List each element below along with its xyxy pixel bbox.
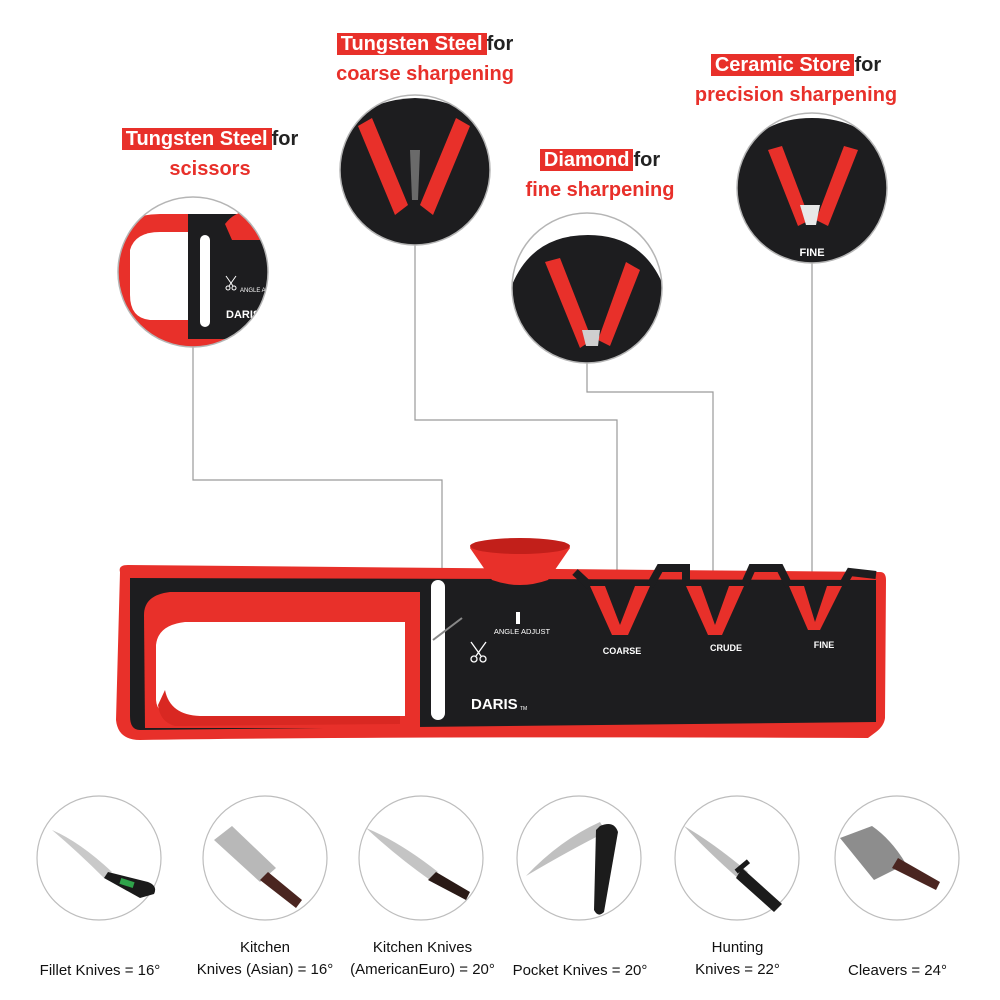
callout-fine-sub: fine sharpening	[525, 179, 675, 201]
knife-label-pocket: Pocket Knives = 20°	[512, 962, 648, 979]
zoom-scissors-icon	[225, 275, 237, 291]
knife-label-kitchen-american-line2: (AmericanEuro) = 20°	[350, 961, 495, 978]
brand-label: DARIS	[471, 696, 518, 713]
fine-label: FINE	[814, 640, 835, 650]
callout-scissors-for: for	[271, 128, 299, 150]
knife-label-cleavers: Cleavers = 24°	[848, 962, 947, 979]
knife-label-fillet: Fillet Knives = 16°	[39, 962, 161, 979]
chef-knife-icon	[358, 795, 484, 921]
leader-line-fine	[586, 363, 714, 600]
leader-line-coarse	[414, 245, 618, 600]
leader-line-scissors	[192, 347, 443, 600]
zoom-fine-text: FINE	[799, 247, 824, 259]
callout-coarse-for: for	[486, 33, 514, 55]
crude-slot	[686, 586, 744, 635]
coarse-label: COARSE	[603, 646, 642, 656]
knife-label-hunting: Hunting Knives = 22°	[670, 937, 805, 981]
callout-precision-for: for	[854, 54, 882, 76]
callout-precision-highlight: Ceramic Store	[710, 54, 855, 76]
knife-label-kitchen-asian: Kitchen Knives (Asian) = 16°	[180, 937, 350, 981]
zoom-precision-slot: FINE	[736, 112, 888, 264]
zoom-angle-adjust-text: ANGLE ADJUST	[240, 288, 285, 294]
angle-adjust-label: ANGLE ADJUST	[494, 627, 551, 636]
knife-label-kitchen-american-line1: Kitchen Knives	[372, 939, 473, 956]
pocket-knife-icon	[516, 795, 642, 921]
knife-label-kitchen-asian-line1: Kitchen	[239, 939, 291, 956]
cleaver-icon	[834, 795, 960, 921]
scissors-icon	[470, 641, 487, 663]
coarse-slot	[590, 586, 650, 635]
zoom-scissors-slot: ANGLE ADJUST DARIS	[117, 196, 285, 348]
brand-tm: TM	[520, 706, 527, 712]
kitchen-asian-knife-icon	[202, 795, 328, 921]
callout-fine-highlight: Diamond	[539, 149, 634, 171]
knife-label-kitchen-american: Kitchen Knives (AmericanEuro) = 20°	[340, 937, 505, 981]
callout-coarse-highlight: Tungsten Steel	[336, 33, 487, 55]
knife-sharpener: ANGLE ADJUST DARIS TM COARSE CRUDE FINE	[116, 538, 886, 740]
knife-label-hunting-line1: Hunting	[711, 939, 764, 956]
zoom-fine-slot	[511, 212, 663, 364]
callout-fine-for: for	[633, 149, 661, 171]
fine-slot	[789, 586, 842, 630]
callout-precision-sub: precision sharpening	[694, 84, 898, 106]
knife-label-hunting-line2: Knives = 22°	[695, 961, 780, 978]
callout-scissors-highlight: Tungsten Steel	[121, 128, 272, 150]
zoom-coarse-slot	[339, 94, 491, 246]
callout-coarse-sub: coarse sharpening	[336, 63, 514, 85]
fillet-knife-icon	[36, 795, 162, 921]
knife-icons-row	[36, 795, 960, 921]
knife-label-kitchen-asian-line2: Knives (Asian) = 16°	[196, 961, 334, 978]
scissors-slot	[431, 580, 445, 720]
crude-label: CRUDE	[710, 643, 742, 653]
leader-lines	[192, 245, 813, 600]
hunting-knife-icon	[674, 795, 800, 921]
callout-scissors-sub: scissors	[169, 158, 251, 180]
